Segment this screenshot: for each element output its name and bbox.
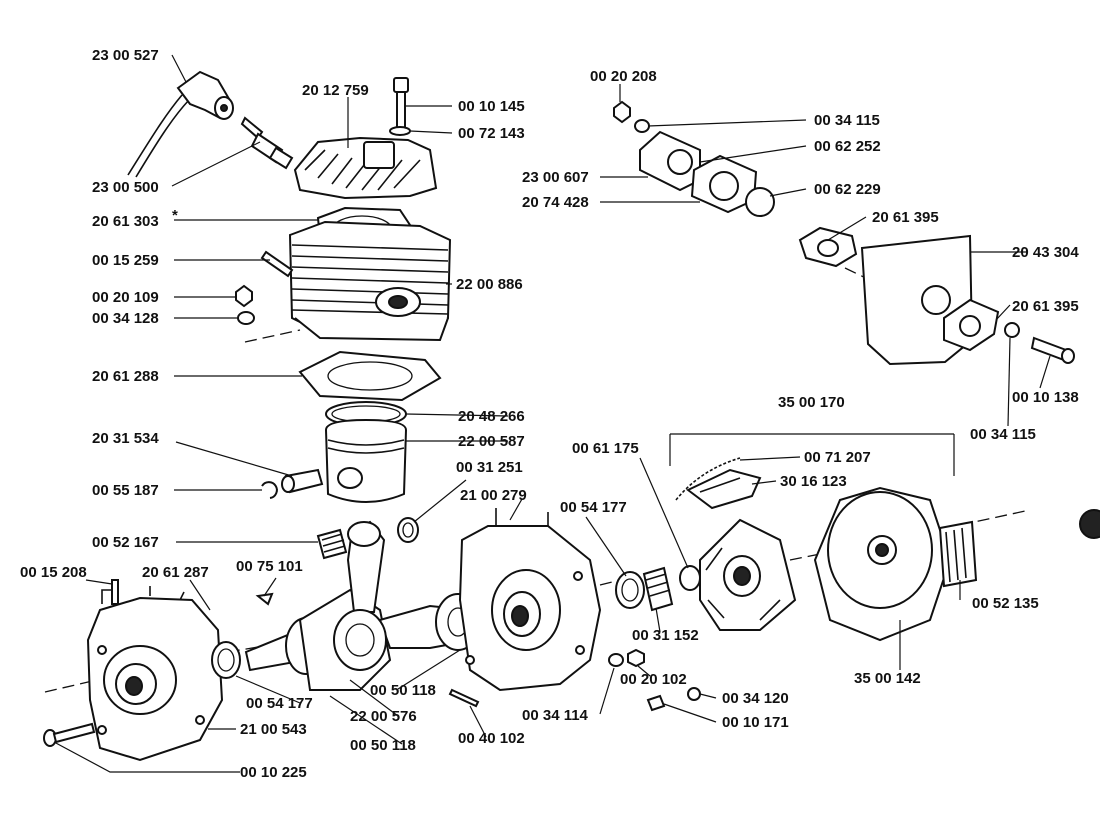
label-clip: 00 55 187 [92, 482, 159, 499]
piston-pin [261, 468, 324, 499]
label-case-left: 21 00 543 [240, 721, 307, 738]
spark-plug [240, 116, 294, 170]
clutch-screw [646, 687, 701, 712]
label-gasket-head: 20 61 303 [92, 213, 159, 230]
base-gasket [298, 350, 442, 402]
label-piston: 22 00 587 [458, 433, 525, 450]
label-clutch-group: 35 00 170 [778, 394, 845, 411]
label-shield: 20 43 304 [1012, 244, 1079, 261]
intake-gasket [690, 154, 775, 217]
intake-nut [613, 100, 650, 133]
leader-lines [53, 54, 1051, 773]
label-bearing-right: 00 50 118 [370, 682, 436, 699]
label-gasket-ins2: 20 61 395 [1012, 298, 1079, 315]
left-seal [211, 641, 241, 679]
right-seal [615, 571, 645, 609]
small-end-bearing [397, 517, 419, 543]
case-screw [43, 722, 96, 747]
clutch-assembly [699, 518, 797, 631]
insulator-gasket-top [798, 226, 858, 268]
label-asterisk: * [172, 207, 178, 224]
label-pin: 20 31 534 [92, 430, 159, 447]
connecting-rod [333, 520, 387, 671]
cylinder [288, 220, 452, 342]
label-screw-case: 00 10 225 [240, 764, 307, 781]
cylinder-head [293, 136, 438, 200]
label-case-stud: 00 15 208 [20, 564, 87, 581]
clutch-spring [675, 457, 741, 501]
label-screw-clutch: 00 10 171 [722, 714, 789, 731]
case-stud [111, 579, 119, 605]
part-labels: 23 00 527 23 00 500 20 12 759 00 10 145 … [20, 47, 1079, 781]
intake-flange [639, 130, 701, 192]
clutch-drum [813, 486, 978, 642]
piston [324, 418, 408, 503]
label-seal-right: 00 54 177 [560, 499, 627, 516]
label-nut: 00 20 109 [92, 289, 159, 306]
label-washer-clutch: 00 34 120 [722, 690, 789, 707]
label-plug: 23 00 500 [92, 179, 159, 196]
label-dowel: 00 40 102 [458, 730, 525, 747]
label-intake-flange: 23 00 607 [522, 169, 589, 186]
label-cylinder: 22 00 886 [456, 276, 523, 293]
label-nut-case: 00 20 102 [620, 671, 687, 688]
label-key: 00 75 101 [236, 558, 303, 575]
label-washer-head: 00 72 143 [458, 125, 525, 142]
label-ring: 20 48 266 [458, 408, 525, 425]
clutch-shoe [686, 468, 762, 510]
label-nut-top: 00 20 208 [590, 68, 657, 85]
label-sleeve: 00 31 152 [632, 627, 699, 644]
label-washer-nut: 00 34 128 [92, 310, 159, 327]
label-stud: 00 15 259 [92, 252, 159, 269]
label-drum: 35 00 142 [854, 670, 921, 687]
label-case-gasket: 20 61 287 [142, 564, 209, 581]
label-case-right: 21 00 279 [460, 487, 527, 504]
label-gasket-ins1: 20 61 395 [872, 209, 939, 226]
label-shoe: 30 16 123 [780, 473, 847, 490]
label-oring1: 00 62 252 [814, 138, 881, 155]
label-screw-right: 00 10 138 [1012, 389, 1079, 406]
label-oring2: 00 62 229 [814, 181, 881, 198]
insulator-gasket-bottom [943, 298, 1000, 352]
label-bearing-small: 00 31 251 [456, 459, 523, 476]
clutch-sleeve [642, 565, 701, 612]
label-washer-case: 00 34 114 [522, 707, 589, 724]
spark-plug-cap [127, 70, 234, 178]
label-needle-drum: 00 52 135 [972, 595, 1039, 612]
label-bolt-head: 00 10 145 [458, 98, 525, 115]
label-needle: 00 52 167 [92, 534, 159, 551]
cylinder-nut [235, 284, 255, 325]
right-crankcase [458, 508, 602, 692]
label-crank: 22 00 576 [350, 708, 417, 725]
case-nut [608, 648, 645, 668]
edge-mark [1079, 509, 1100, 539]
label-washer-right: 00 34 115 [970, 426, 1036, 443]
label-clutch-spring: 00 71 207 [804, 449, 871, 466]
label-spring: 00 61 175 [572, 440, 639, 457]
label-head: 20 12 759 [302, 82, 369, 99]
cylinder-stud [260, 250, 294, 278]
label-washer-top: 00 34 115 [814, 112, 880, 129]
label-gasket-base: 20 61 288 [92, 368, 159, 385]
cylinder-axis [244, 329, 301, 343]
dowel-pin [448, 688, 480, 708]
needle-bearing [316, 528, 348, 560]
label-cap: 23 00 527 [92, 47, 159, 64]
label-bearing-left: 00 50 118 [350, 737, 416, 754]
label-seal-left: 00 54 177 [246, 695, 313, 712]
label-intake-gasket: 20 74 428 [522, 194, 589, 211]
left-crankcase [86, 586, 224, 762]
shield-screw [1004, 322, 1075, 364]
